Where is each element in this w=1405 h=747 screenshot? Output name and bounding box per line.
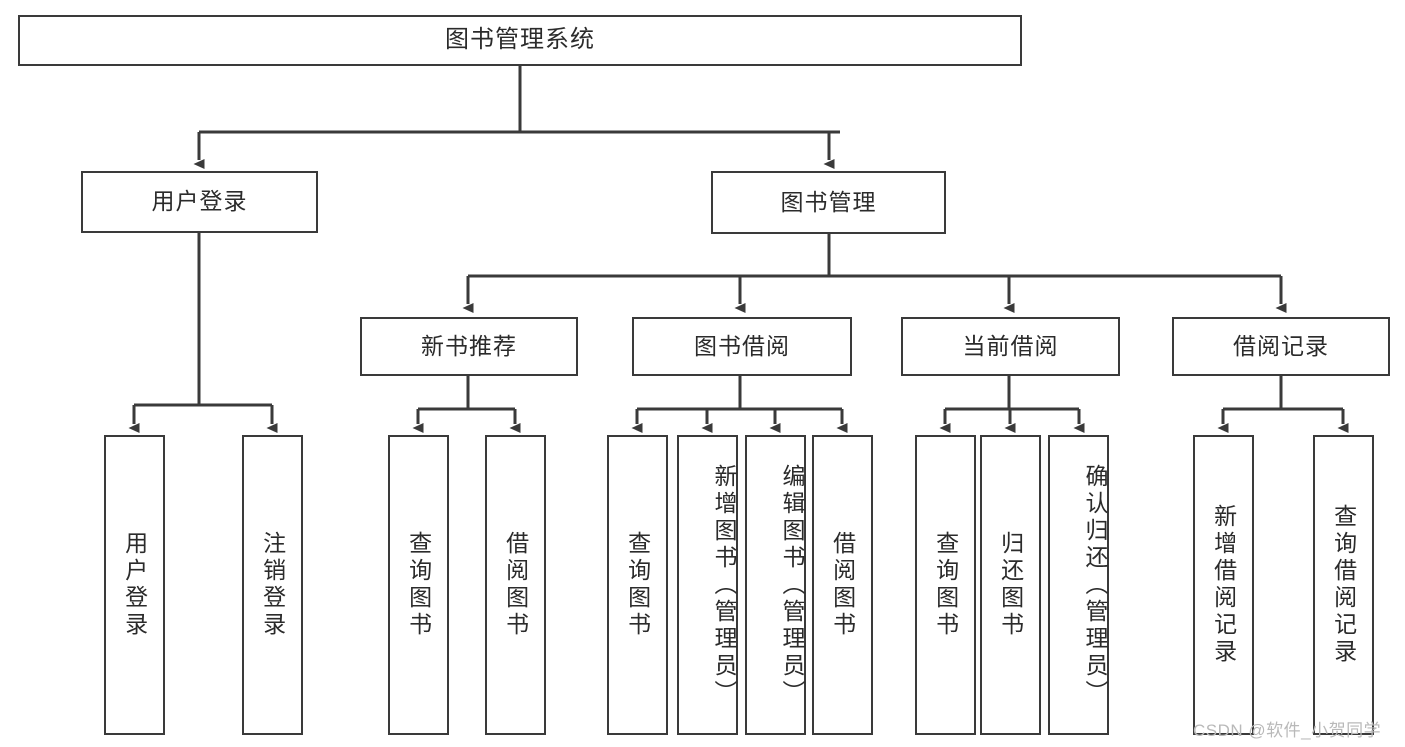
leaf-query-borrow-record[interactable]: 查询借阅记录 bbox=[1313, 435, 1374, 735]
leaf-borrow-book-new-recommend[interactable]: 借阅图书 bbox=[485, 435, 546, 735]
node-book-management[interactable]: 图书管理 bbox=[711, 171, 946, 234]
node-book-borrow[interactable]: 图书借阅 bbox=[632, 317, 852, 376]
node-user-login[interactable]: 用户登录 bbox=[81, 171, 318, 233]
node-current-borrow[interactable]: 当前借阅 bbox=[901, 317, 1120, 376]
leaf-add-borrow-record[interactable]: 新增借阅记录 bbox=[1193, 435, 1254, 735]
leaf-user-login[interactable]: 用户登录 bbox=[104, 435, 165, 735]
leaf-edit-book-admin[interactable]: 编辑图书（管理员） bbox=[745, 435, 806, 735]
node-root-book-management-system[interactable]: 图书管理系统 bbox=[18, 15, 1022, 66]
leaf-query-book-borrow[interactable]: 查询图书 bbox=[607, 435, 668, 735]
leaf-query-book-current[interactable]: 查询图书 bbox=[915, 435, 976, 735]
leaf-logout-login[interactable]: 注销登录 bbox=[242, 435, 303, 735]
leaf-return-book[interactable]: 归还图书 bbox=[980, 435, 1041, 735]
csdn-watermark: CSDN @软件_小贺同学 bbox=[1193, 721, 1382, 740]
node-borrow-record[interactable]: 借阅记录 bbox=[1172, 317, 1390, 376]
node-new-book-recommend[interactable]: 新书推荐 bbox=[360, 317, 578, 376]
leaf-borrow-book-borrow[interactable]: 借阅图书 bbox=[812, 435, 873, 735]
leaf-confirm-return-admin[interactable]: 确认归还（管理员） bbox=[1048, 435, 1109, 735]
leaf-add-book-admin[interactable]: 新增图书（管理员） bbox=[677, 435, 738, 735]
leaf-query-book-new-recommend[interactable]: 查询图书 bbox=[388, 435, 449, 735]
